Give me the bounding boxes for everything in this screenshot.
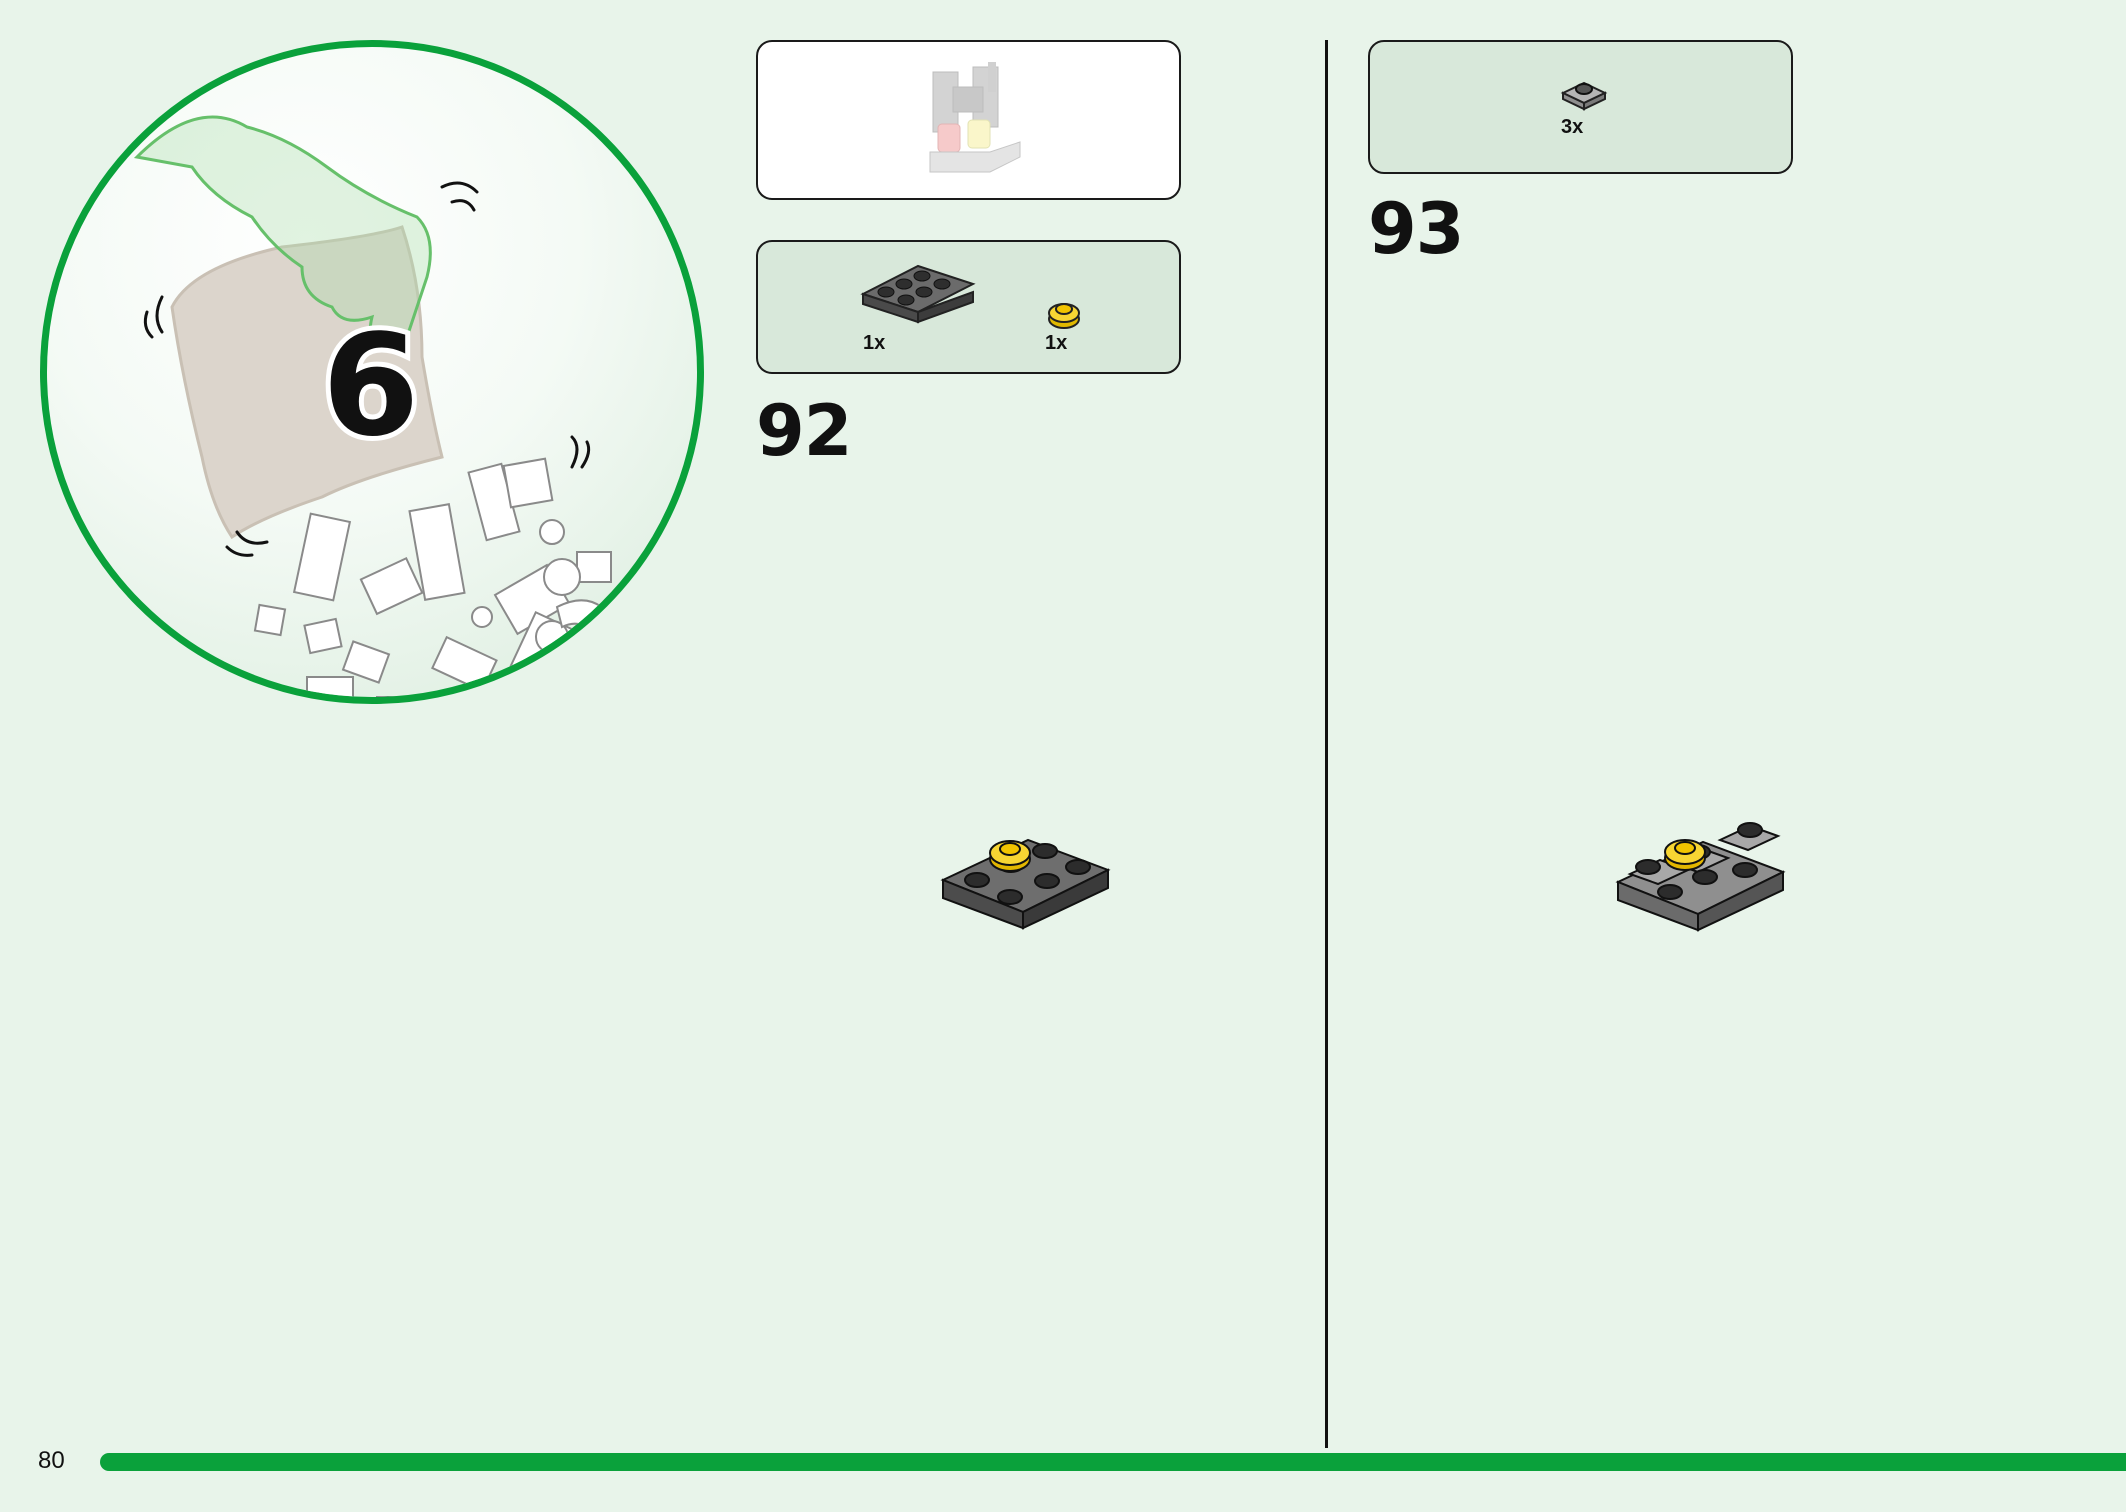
step-92-assembly-icon (940, 838, 1111, 930)
round-plate-1x1-yellow-icon (1048, 303, 1080, 329)
parts-list-box-step-93: 3x (1368, 40, 1793, 174)
step-93-assembly-icon (1615, 822, 1786, 932)
step-number: 92 (756, 390, 852, 472)
bag-number-circle: 6 (40, 40, 704, 704)
hand-icon (133, 115, 432, 352)
submodel-preview-box (756, 40, 1181, 200)
parts-list-box-step-92: 1x 1x (756, 240, 1181, 374)
page-number: 80 (38, 1447, 65, 1474)
bag-icon (170, 225, 444, 540)
part-qty: 3x (1561, 116, 1584, 138)
progress-bar (100, 1453, 2126, 1471)
plate-2x3-dark-gray-icon (860, 264, 976, 324)
part-qty: 1x (863, 332, 886, 354)
shake-marks-icon (143, 181, 591, 557)
column-divider (1325, 40, 1328, 1448)
submodel-preview-icon (929, 62, 1021, 173)
bag-number: 6 (317, 305, 424, 468)
plate-1x1-light-gray-icon (1560, 81, 1608, 111)
step-number: 93 (1368, 188, 1464, 270)
part-qty: 1x (1045, 332, 1068, 354)
scattered-bricks-icon (253, 457, 619, 697)
